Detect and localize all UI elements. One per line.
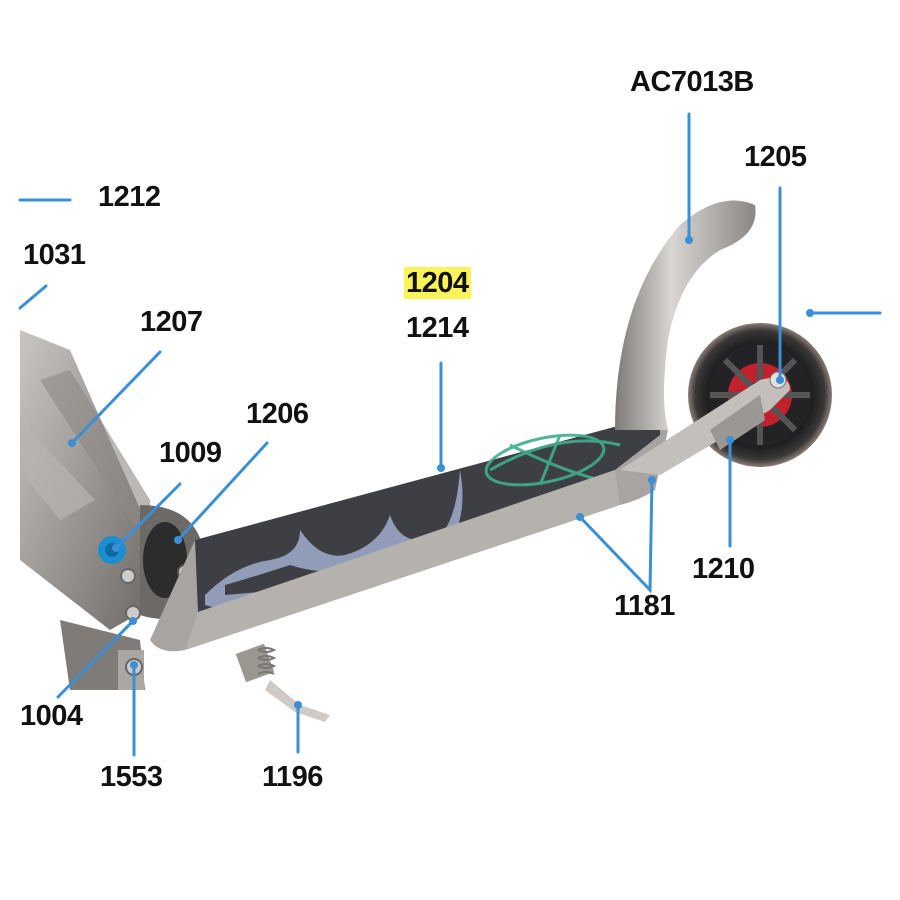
label-1206: 1206 [246, 398, 309, 430]
leader-1004 [56, 619, 135, 699]
rear-fender [615, 200, 756, 430]
label-1004: 1004 [20, 700, 83, 732]
leader-1031 [18, 284, 48, 310]
leader-1009 [114, 482, 182, 550]
label-1031: 1031 [23, 239, 86, 271]
label-1212: 1212 [98, 181, 161, 213]
label-1210: 1210 [692, 553, 755, 585]
leader-1207 [70, 350, 162, 445]
label-1214: 1214 [406, 312, 469, 344]
label-1181: 1181 [614, 590, 675, 622]
leader-dots [68, 236, 814, 709]
leader-1206 [176, 441, 269, 542]
label-1009: 1009 [159, 437, 222, 469]
label-ac7013b: AC7013B [630, 66, 754, 98]
label-1205: 1205 [744, 141, 807, 173]
leader-lines [18, 112, 882, 757]
leader-1181 [578, 478, 654, 594]
label-1196: 1196 [262, 761, 323, 793]
kickstand [235, 643, 330, 722]
deck: m-ıro [150, 419, 668, 652]
label-1204-highlight: 1204 [404, 267, 471, 299]
label-1207: 1207 [140, 306, 203, 338]
label-1553: 1553 [100, 761, 163, 793]
label-1204: 1204 [404, 267, 471, 299]
